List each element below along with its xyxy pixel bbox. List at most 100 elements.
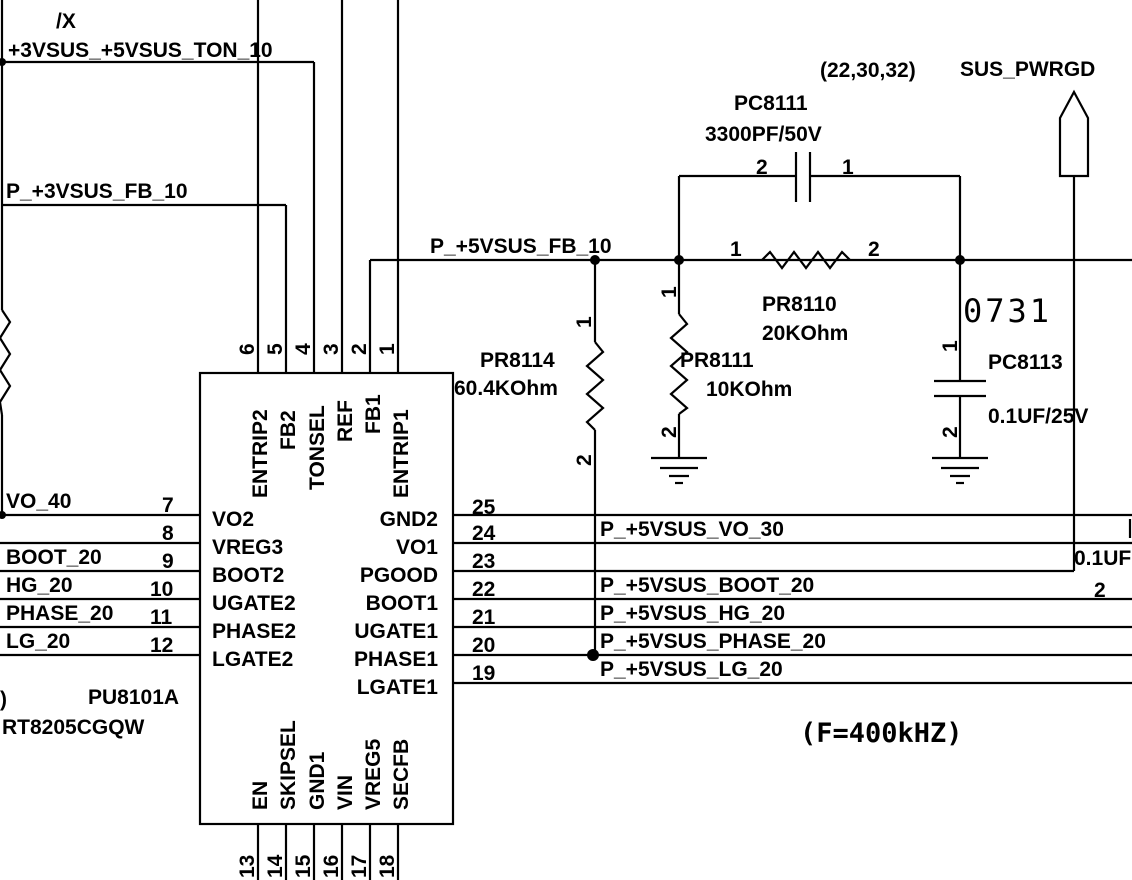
top-pins: 6 5 4 3 2 1 ENTRIP2 FB2 TONSEL REF FB1 E… (236, 343, 413, 498)
pc8113-value: 0.1UF/25V (988, 405, 1088, 428)
edge-cap-pin2: 2 (1094, 579, 1106, 602)
pin-name-ugate2: UGATE2 (212, 592, 296, 615)
pr8114-value: 60.4KOhm (454, 377, 558, 400)
ground-symbol (651, 456, 707, 485)
pin-num-18: 18 (376, 854, 399, 878)
pin-num-5: 5 (264, 343, 287, 355)
junction-dot (587, 649, 599, 661)
net-phase20: PHASE_20 (6, 602, 113, 625)
partial-paren: ) (0, 688, 7, 711)
pin-name-vo1: VO1 (396, 536, 438, 559)
resistor-pr8111: 1 2 PR8111 10KOhm (658, 260, 792, 458)
pc8111-pin1: 1 (842, 156, 854, 179)
pr8110-value: 20KOhm (762, 322, 848, 345)
pin-num-20: 20 (472, 634, 495, 657)
pin-num-25: 25 (472, 496, 496, 519)
edge-cap-value: 0.1UF (1074, 547, 1131, 570)
pin-name-gnd1: GND1 (306, 751, 329, 810)
pin-num-19: 19 (472, 662, 495, 685)
net-boot20: BOOT_20 (6, 546, 102, 569)
net-partial-x: /X (56, 10, 76, 33)
pin-num-6: 6 (236, 343, 259, 355)
pin-name-gnd2: GND2 (380, 508, 438, 531)
capacitor-pc8113: 1 2 PC8113 0.1UF/25V 0731 (934, 260, 1088, 458)
pin-num-7: 7 (162, 494, 174, 517)
pin-num-13: 13 (236, 855, 259, 878)
pin-name-skipsel: SKIPSEL (277, 720, 300, 810)
pc8111-value: 3300PF/50V (705, 123, 822, 146)
pin-name-boot1: BOOT1 (366, 592, 439, 615)
pr8114-ref: PR8114 (480, 349, 555, 372)
pin-num-21: 21 (472, 606, 496, 629)
net-vo30: P_+5VSUS_VO_30 (600, 518, 784, 541)
pin-num-23: 23 (472, 550, 495, 573)
resistor-pr8114: 1 2 PR8114 60.4KOhm (454, 260, 605, 661)
pr8110-pin2: 2 (868, 238, 880, 261)
chip-ref: PU8101A (88, 686, 179, 709)
pin-name-phase1: PHASE1 (354, 648, 438, 671)
pc8113-note: 0731 (963, 292, 1052, 330)
right-pins: 25 24 23 22 21 20 19 GND2 VO1 PGOOD BOOT… (354, 496, 1132, 699)
pc8111-pin2: 2 (756, 156, 768, 179)
ground-symbol (932, 456, 988, 485)
pin-name-vo2: VO2 (212, 508, 254, 531)
net-lg20: LG_20 (6, 630, 70, 653)
pr8114-pin2: 2 (573, 454, 596, 466)
pin-name-en: EN (249, 781, 272, 810)
pin-num-16: 16 (320, 855, 343, 878)
pin-name-lgate1: LGATE1 (357, 676, 439, 699)
pin-num-17: 17 (348, 855, 371, 878)
pr8110-ref: PR8110 (762, 293, 837, 316)
pr8114-pin1: 1 (573, 316, 596, 328)
net-boot1: P_+5VSUS_BOOT_20 (600, 574, 814, 597)
pr8111-value: 10KOhm (706, 378, 792, 401)
pin-name-entrip2: ENTRIP2 (249, 409, 272, 498)
pin-name-ref: REF (334, 400, 357, 442)
pin-name-pgood: PGOOD (360, 564, 438, 587)
net-hg1: P_+5VSUS_HG_20 (600, 602, 785, 625)
left-pins: VO_40 BOOT_20 HG_20 PHASE_20 LG_20 7 8 9… (0, 490, 296, 671)
pin-num-11: 11 (150, 606, 173, 629)
pc8111-ref: PC8111 (734, 92, 808, 115)
pin-num-10: 10 (150, 578, 173, 601)
pin-num-9: 9 (162, 550, 174, 573)
pin-num-4: 4 (292, 343, 315, 355)
pin-num-8: 8 (162, 522, 174, 545)
resistor-pr8110: 1 2 PR8110 20KOhm (730, 238, 880, 345)
left-resistor-partial (0, 309, 12, 416)
net-fb3: P_+3VSUS_FB_10 (6, 180, 188, 203)
pin-name-secfb: SECFB (390, 739, 413, 810)
pc8113-pin2: 2 (939, 426, 962, 438)
pin-num-1: 1 (376, 343, 399, 355)
net-fb5: P_+5VSUS_FB_10 (430, 235, 612, 258)
bottom-pins: EN SKIPSEL GND1 VIN VREG5 SECFB 13 14 15… (236, 720, 413, 880)
pin-num-15: 15 (292, 854, 315, 878)
net-ton: +3VSUS_+5VSUS_TON_10 (8, 39, 273, 62)
net-vo40: VO_40 (6, 490, 71, 513)
capacitor-pc8111: PC8111 3300PF/50V 2 1 (677, 92, 962, 260)
pin-name-tonsel: TONSEL (306, 405, 329, 490)
pin-num-24: 24 (472, 522, 496, 545)
pr8111-ref: PR8111 (680, 349, 754, 372)
pin-name-fb1: FB1 (362, 394, 385, 434)
pc8113-ref: PC8113 (988, 351, 1063, 374)
pin-num-3: 3 (320, 343, 343, 355)
pin-num-2: 2 (348, 343, 371, 355)
net-lg1: P_+5VSUS_LG_20 (600, 658, 783, 681)
pr8111-pin2: 2 (658, 426, 681, 438)
pc8113-pin1: 1 (939, 340, 962, 352)
pin-name-vin: VIN (334, 775, 357, 810)
net-hg20: HG_20 (6, 574, 73, 597)
net-sus-pwrgd: SUS_PWRGD (960, 58, 1095, 81)
pin-name-phase2: PHASE2 (212, 620, 296, 643)
net-phase1: P_+5VSUS_PHASE_20 (600, 630, 826, 653)
frequency-note: (F=400kHZ) (800, 718, 963, 749)
pin-name-lgate2: LGATE2 (212, 648, 293, 671)
pr8111-pin1: 1 (658, 286, 681, 298)
pin-num-12: 12 (150, 634, 173, 657)
pin-name-boot2: BOOT2 (212, 564, 284, 587)
pin-num-14: 14 (264, 854, 287, 878)
pr8110-pin1: 1 (730, 238, 742, 261)
pin-name-vreg5: VREG5 (362, 738, 385, 810)
